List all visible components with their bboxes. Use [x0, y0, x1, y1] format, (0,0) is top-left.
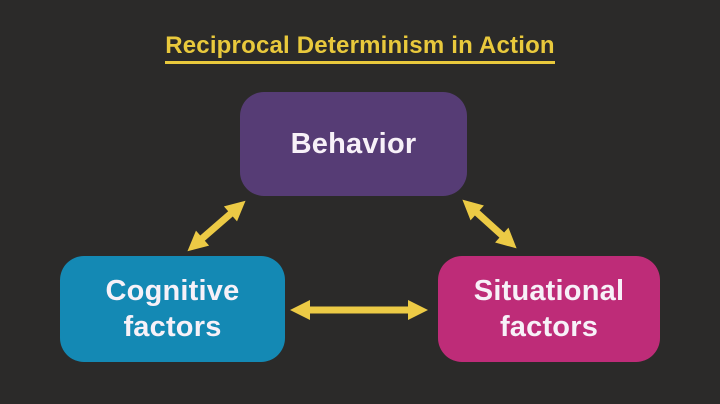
node-cognitive-factors: Cognitive factors: [60, 256, 285, 362]
double-arrow-shape: [187, 200, 246, 252]
double-arrow-shape: [290, 300, 428, 320]
node-situational-factors-label: Situational factors: [473, 274, 625, 343]
double-arrow-behavior-situational-icon: [462, 199, 517, 249]
node-behavior: Behavior: [240, 92, 467, 196]
slide-title-container: Reciprocal Determinism in Action: [0, 32, 720, 65]
node-cognitive-factors-label: Cognitive factors: [105, 274, 240, 343]
node-behavior-label: Behavior: [290, 127, 417, 160]
double-arrow-behavior-cognitive-icon: [187, 200, 246, 252]
slide-title: Reciprocal Determinism in Action: [165, 32, 555, 65]
node-situational-factors: Situational factors: [438, 256, 660, 362]
double-arrow-shape: [462, 199, 517, 249]
double-arrow-cognitive-situational-icon: [290, 300, 428, 320]
